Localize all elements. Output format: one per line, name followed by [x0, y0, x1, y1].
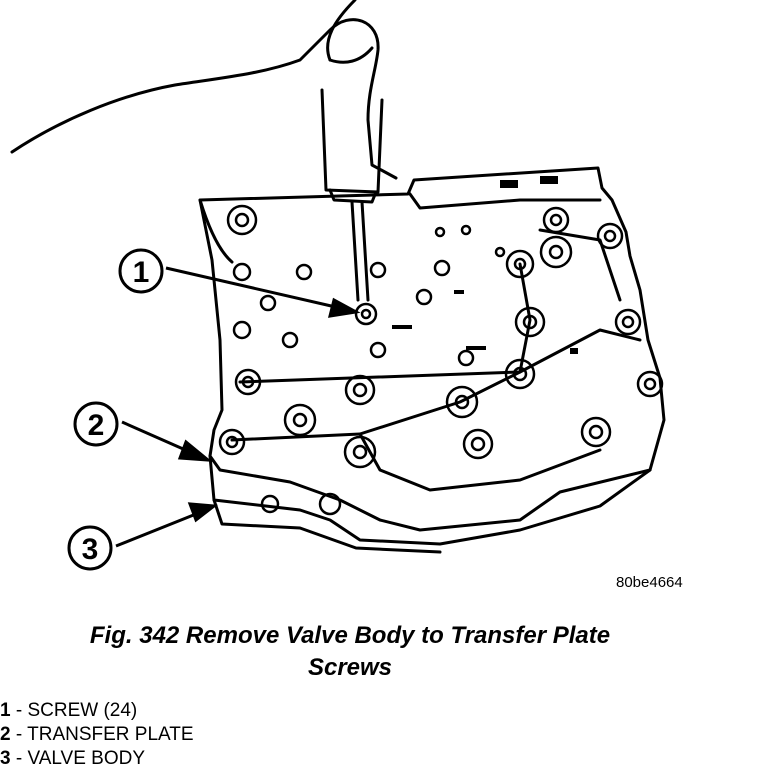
callout-circle-3 — [67, 525, 113, 571]
hand-outline — [10, 18, 398, 180]
figure-caption: Fig. 342 Remove Valve Body to Transfer P… — [0, 620, 700, 684]
figure-reference-code: 80be4664 — [616, 574, 683, 591]
legend-number: 3 — [0, 748, 11, 769]
legend-item: 2 - TRANSFER PLATE — [0, 723, 194, 747]
legend-item: 3 - VALVE BODY — [0, 747, 194, 771]
screwdriver-shaft — [350, 200, 370, 302]
callout-label-2: 2 — [88, 409, 105, 442]
legend-text: - TRANSFER PLATE — [10, 724, 194, 745]
valve-body-illustration: 1 2 3 — [10, 0, 666, 571]
callout-label-1: 1 — [133, 256, 150, 289]
legend-item: 1 - SCREW (24) — [0, 699, 194, 723]
legend-number: 2 — [0, 724, 11, 745]
transfer-plate-outline — [198, 166, 666, 532]
legend-number: 1 — [0, 700, 11, 721]
screwdriver-handle — [320, 88, 384, 194]
valve-body-outline — [208, 454, 652, 546]
caption-line-2: Screws — [307, 654, 393, 681]
legend: 1 - SCREW (24) 2 - TRANSFER PLATE 3 - VA… — [0, 699, 194, 771]
callout-label-3: 3 — [82, 533, 99, 566]
callout-circle-2 — [73, 401, 119, 447]
legend-text: - SCREW (24) — [10, 700, 138, 721]
leader-arrow-2 — [121, 420, 191, 454]
callout-circle-1 — [118, 248, 164, 294]
leader-arrow-1 — [165, 266, 341, 310]
leader-arrow-3 — [115, 512, 197, 548]
legend-text: - VALVE BODY — [10, 748, 146, 769]
caption-line-1: Fig. 342 Remove Valve Body to Transfer P… — [89, 622, 611, 649]
